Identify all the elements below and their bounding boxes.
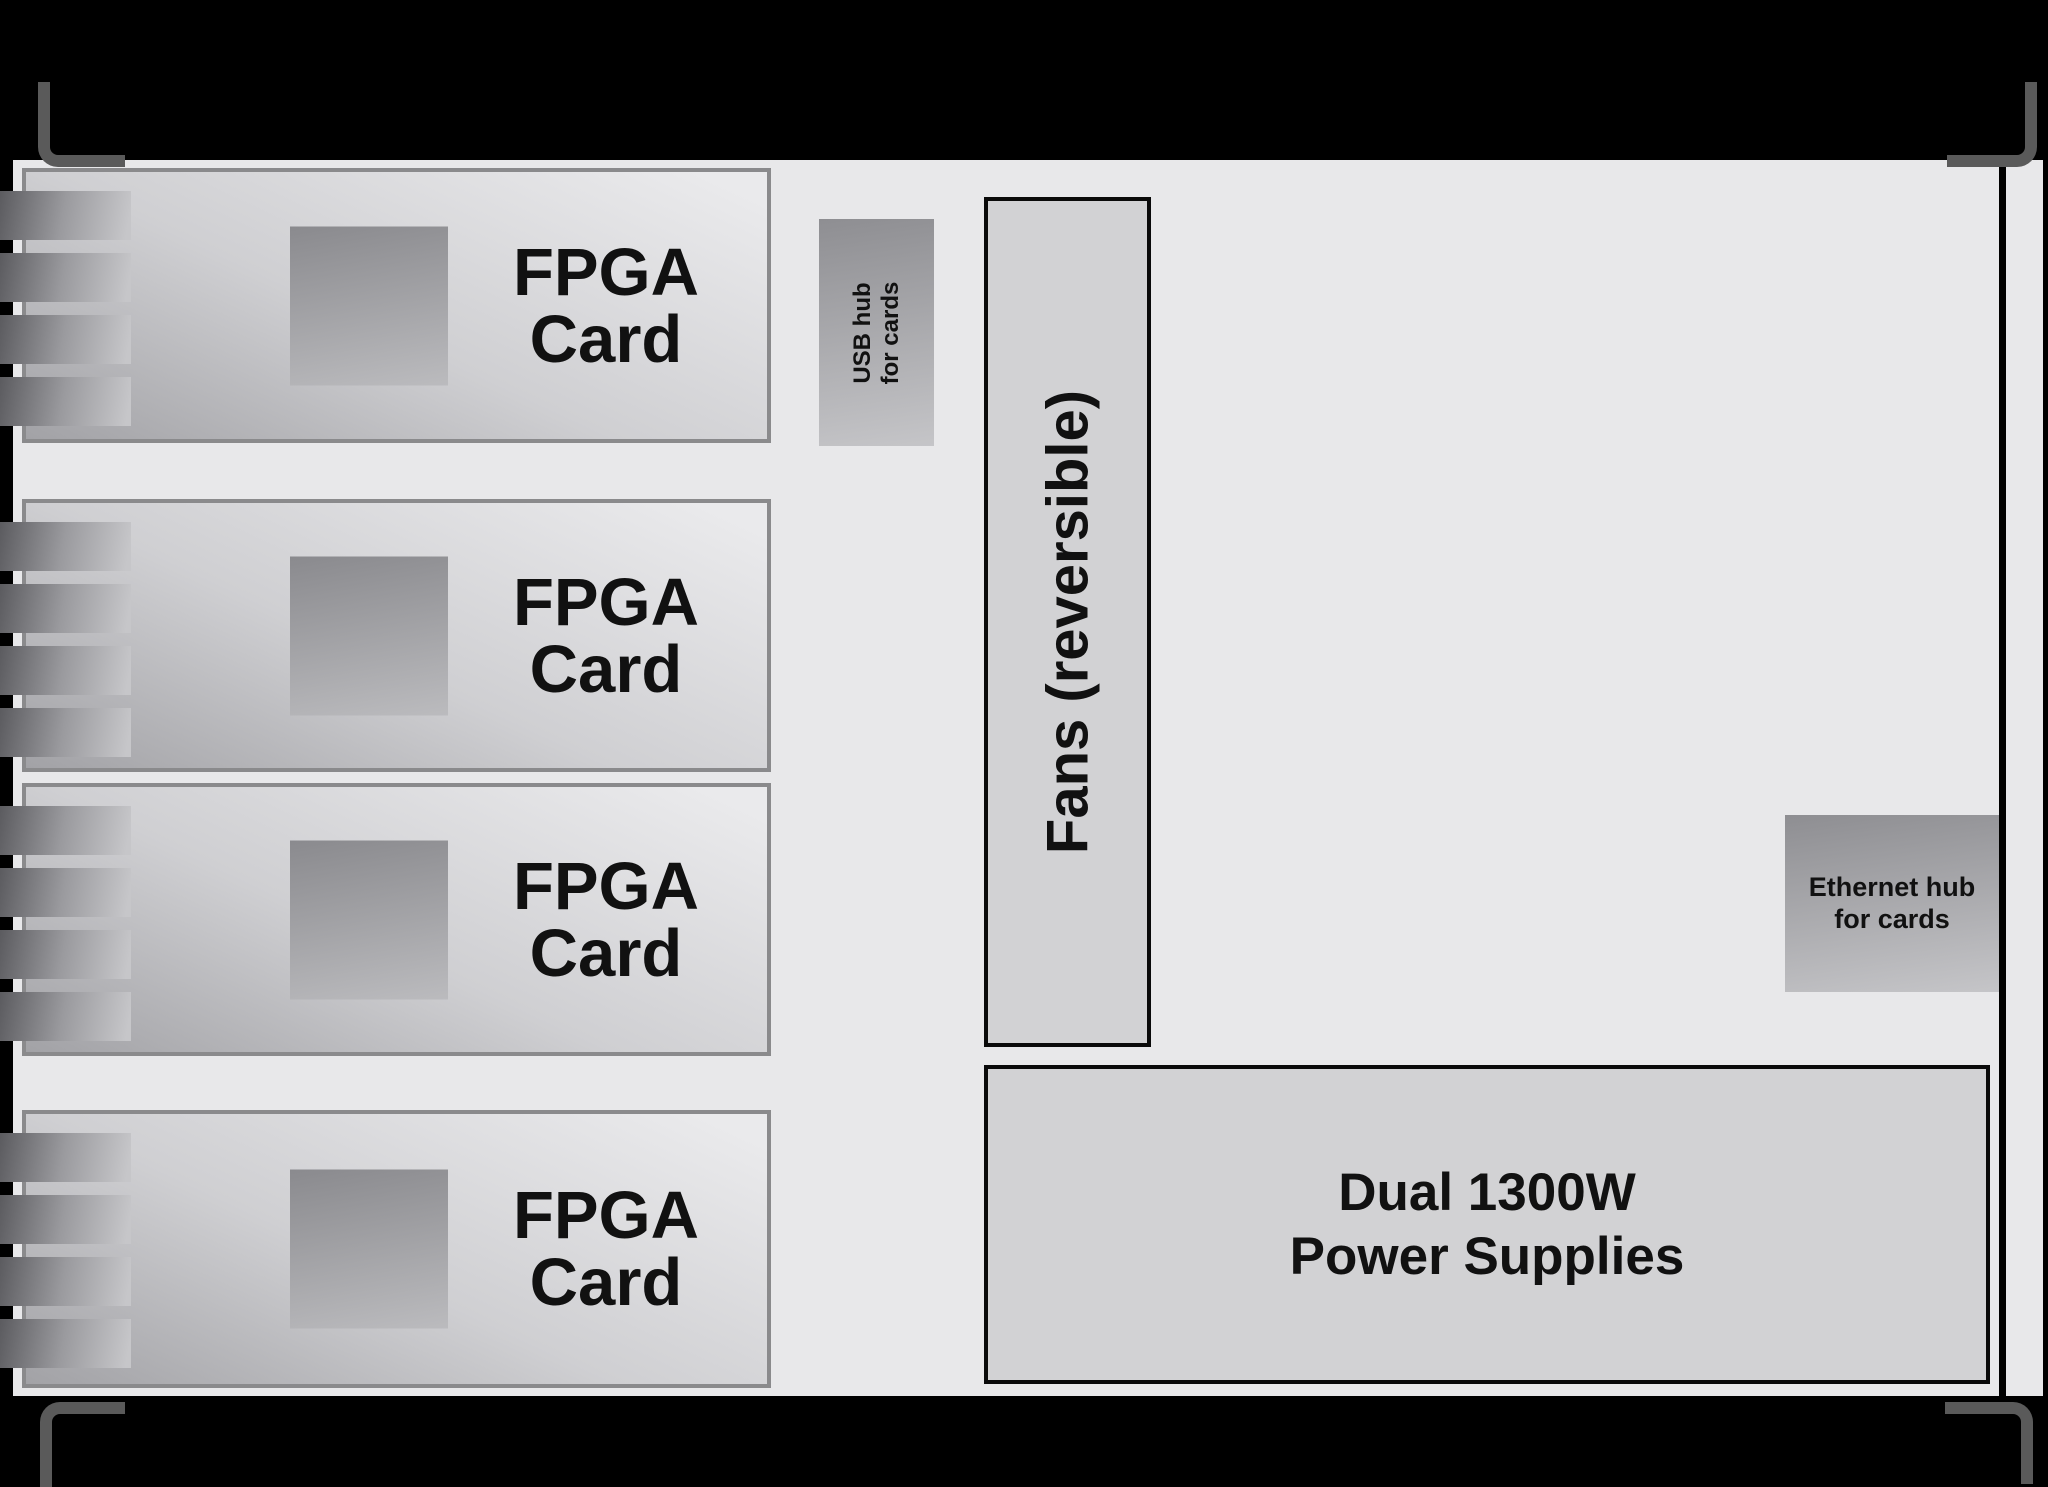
fpga-card-label-line2: Card bbox=[529, 1245, 683, 1320]
fpga-card-label-line2: Card bbox=[529, 631, 683, 707]
rack-bracket-top-right bbox=[1947, 82, 2037, 167]
fpga-card-3: FPGA Card bbox=[0, 783, 771, 1056]
rack-bracket-top-left bbox=[38, 82, 125, 167]
fpga-card-label: FPGA Card bbox=[441, 853, 771, 987]
heatsink-fin bbox=[0, 992, 131, 1041]
fpga-card-1: FPGA Card bbox=[0, 168, 771, 443]
fpga-card-label-line1: FPGA bbox=[512, 848, 700, 924]
heatsink-fin bbox=[0, 253, 131, 302]
heatsink-fin bbox=[0, 191, 131, 240]
chassis-side-rail bbox=[2006, 160, 2043, 1396]
heatsink-fin bbox=[0, 1133, 131, 1182]
fpga-card-label: FPGA Card bbox=[441, 1182, 771, 1316]
fpga-chip bbox=[290, 226, 448, 385]
fpga-card-label-line1: FPGA bbox=[512, 564, 700, 640]
usb-hub-box: USB hub for cards bbox=[819, 219, 934, 446]
fpga-card-label: FPGA Card bbox=[441, 569, 771, 703]
fpga-card-2: FPGA Card bbox=[0, 499, 771, 772]
fpga-card-label-line1: FPGA bbox=[512, 234, 700, 310]
ethernet-hub-box: Ethernet hub for cards bbox=[1785, 815, 1999, 992]
fpga-card-label-line2: Card bbox=[529, 301, 683, 377]
rack-bracket-bottom-left bbox=[40, 1402, 125, 1487]
heatsink-fin bbox=[0, 646, 131, 695]
heatsink-fin bbox=[0, 806, 131, 855]
usb-hub-label-line1: USB hub bbox=[848, 281, 876, 384]
fpga-card-label: FPGA Card bbox=[441, 239, 771, 373]
fpga-card-4: FPGA Card bbox=[0, 1110, 771, 1388]
ethernet-hub-label-line1: Ethernet hub bbox=[1808, 872, 1976, 903]
fans-label: Fans (reversible) bbox=[1035, 389, 1100, 855]
fpga-chip bbox=[290, 556, 448, 715]
power-supply-box: Dual 1300W Power Supplies bbox=[984, 1065, 1990, 1384]
heatsink-fin bbox=[0, 1195, 131, 1244]
heatsink-fin bbox=[0, 315, 131, 364]
ethernet-hub-label-line2: for cards bbox=[1834, 903, 1950, 934]
heatsink-fin bbox=[0, 1257, 131, 1306]
fans-box: Fans (reversible) bbox=[984, 197, 1151, 1047]
fpga-chip bbox=[290, 1169, 448, 1329]
power-supply-label-line2: Power Supplies bbox=[1289, 1226, 1685, 1286]
heatsink-fin bbox=[0, 1319, 131, 1368]
heatsink-fin bbox=[0, 930, 131, 979]
usb-hub-label-line2: for cards bbox=[876, 281, 904, 384]
heatsink-fin bbox=[0, 868, 131, 917]
power-supply-label-line1: Dual 1300W bbox=[1338, 1162, 1636, 1222]
heatsink-fin bbox=[0, 584, 131, 633]
fpga-card-label-line1: FPGA bbox=[512, 1178, 700, 1253]
fpga-card-label-line2: Card bbox=[529, 915, 683, 991]
rack-bracket-bottom-right bbox=[1945, 1402, 2033, 1484]
usb-hub-label: USB hub for cards bbox=[848, 223, 904, 443]
fpga-chip bbox=[290, 840, 448, 999]
heatsink-fin bbox=[0, 377, 131, 426]
heatsink-fin bbox=[0, 522, 131, 571]
heatsink-fin bbox=[0, 708, 131, 757]
